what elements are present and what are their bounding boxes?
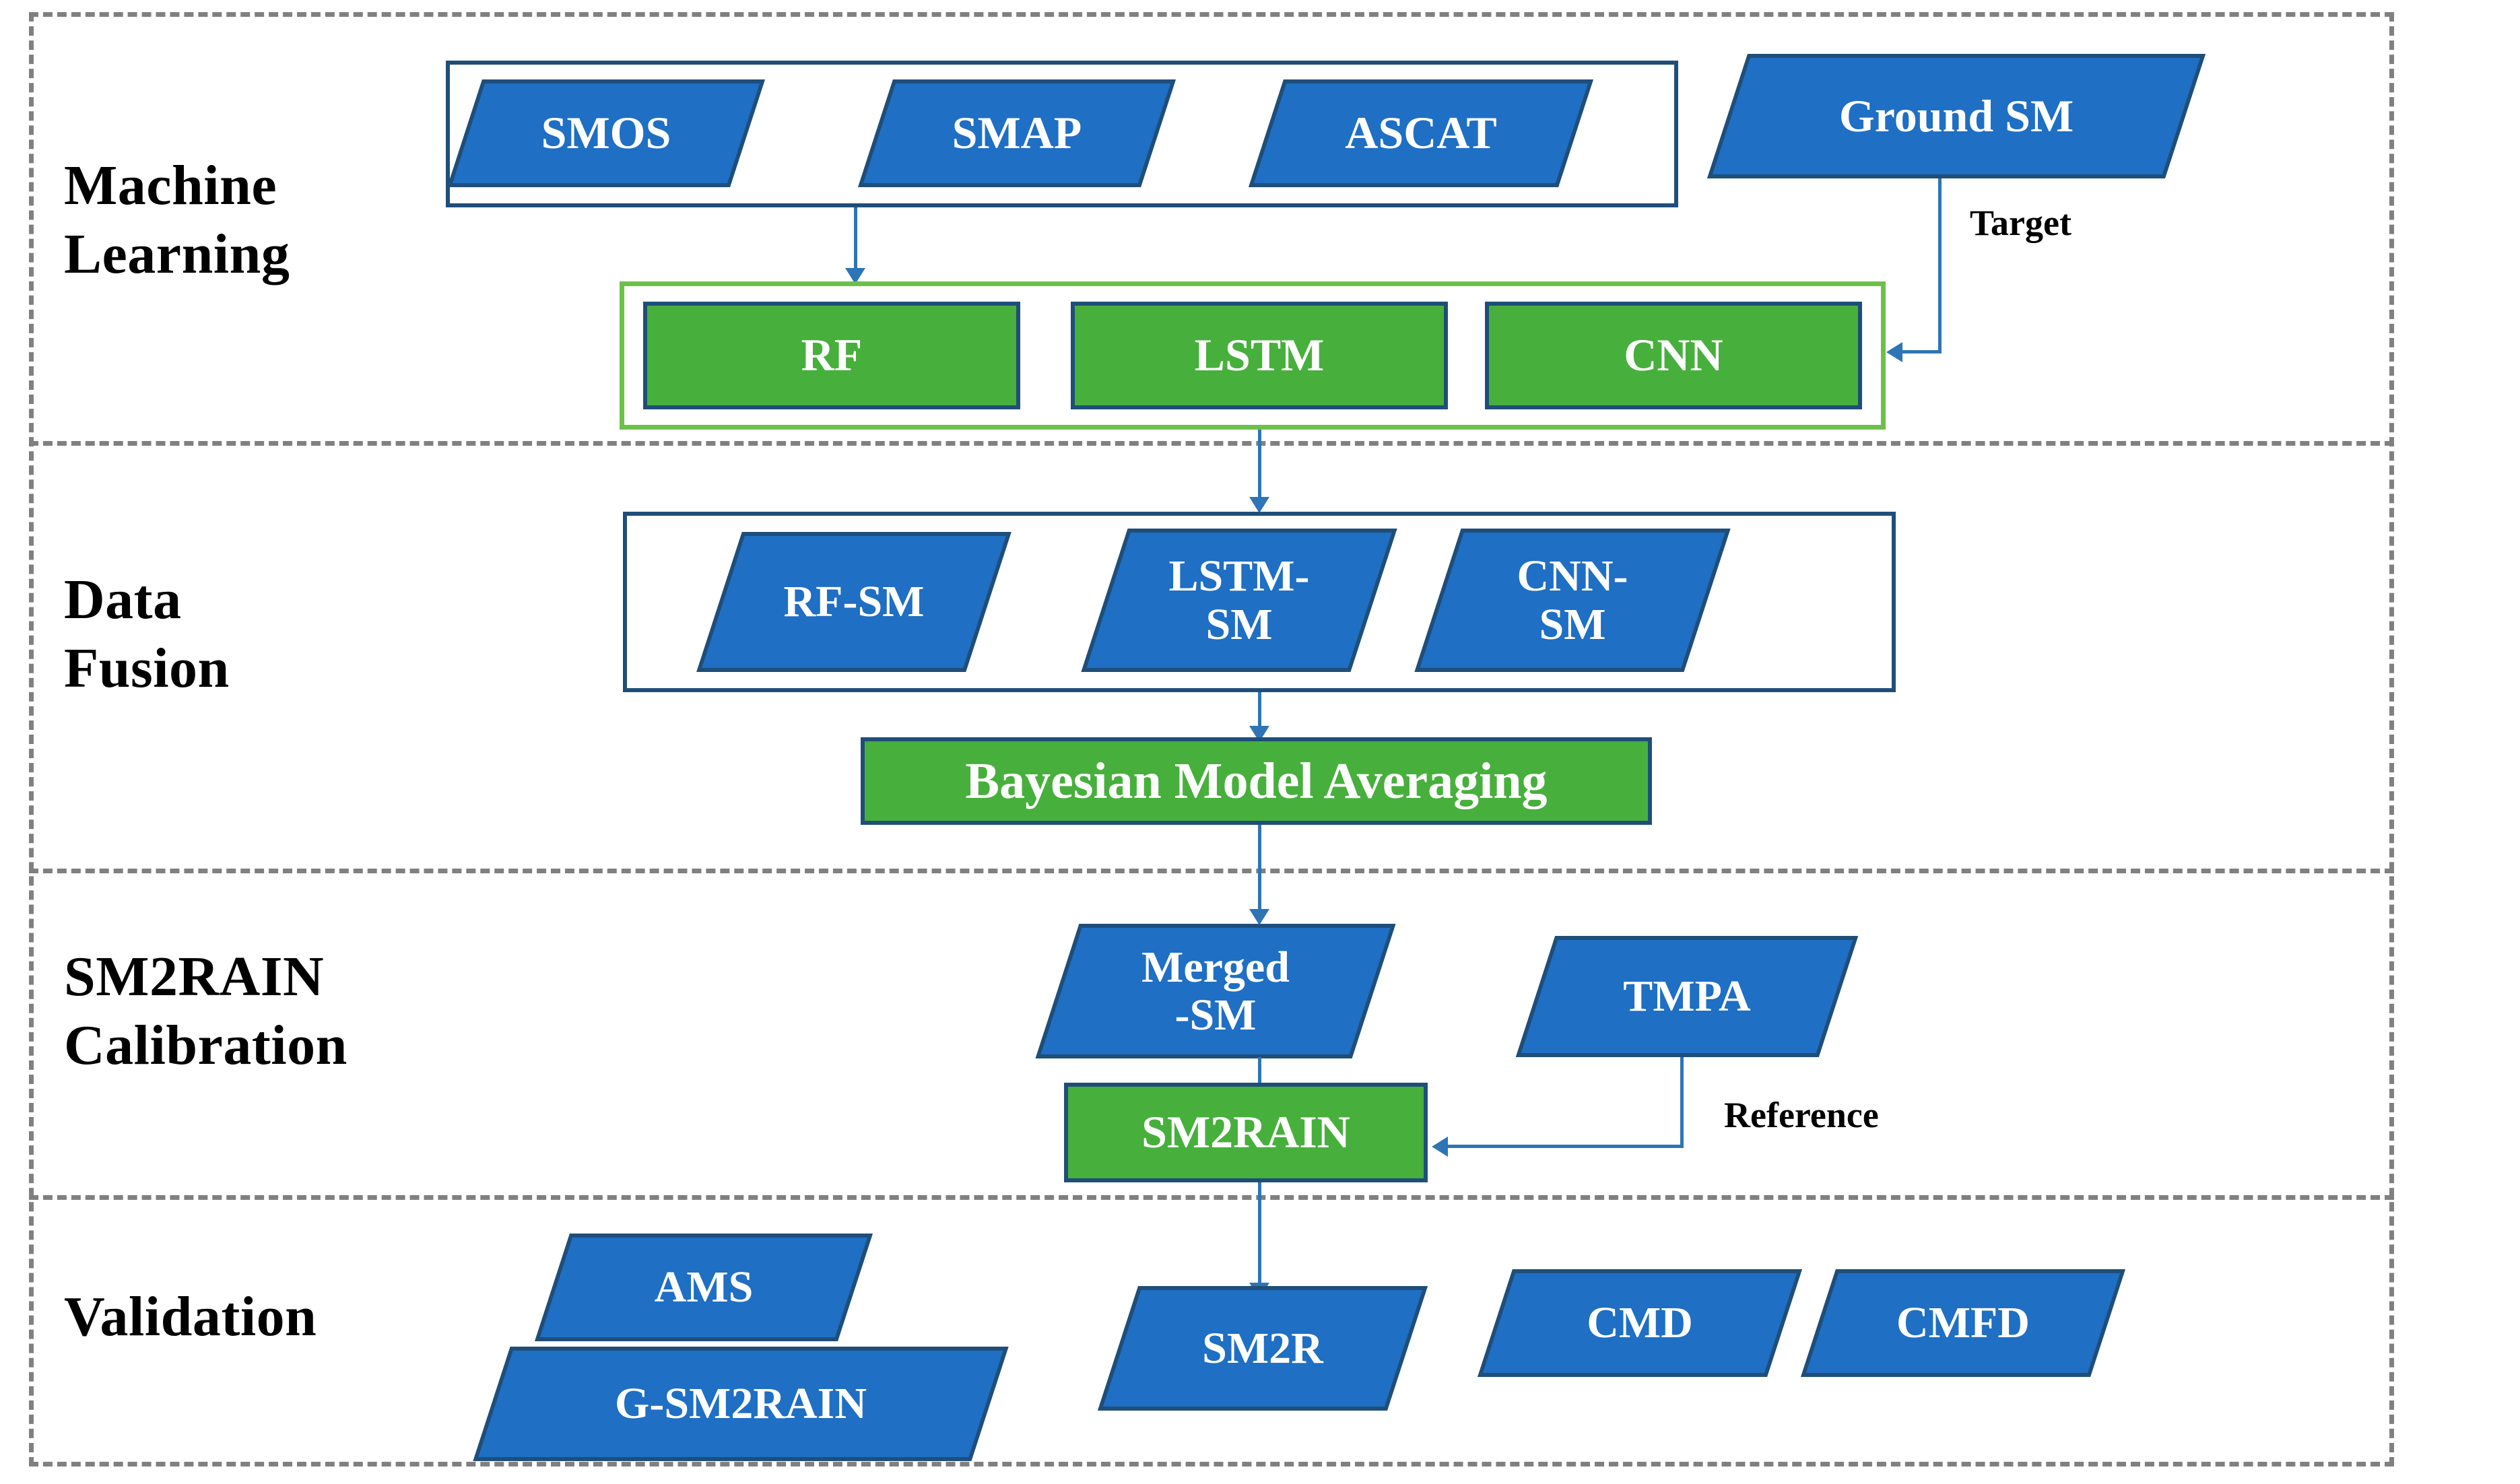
node-bayesian-model-averaging[interactable]: Bayesian Model Averaging (861, 737, 1652, 825)
node-cnn-sm-label: CNN- SM (1517, 551, 1628, 649)
node-ams[interactable]: AMS (535, 1234, 873, 1341)
node-lstm-sm[interactable]: LSTM- SM (1081, 529, 1397, 672)
node-merged-sm-label: Merged -SM (1141, 942, 1290, 1040)
node-cnn[interactable]: CNN (1485, 302, 1862, 409)
node-tmpa[interactable]: TMPA (1515, 936, 1859, 1057)
connector-target-vertical (1938, 178, 1942, 351)
connector-reference-arrowhead (1432, 1137, 1448, 1157)
edge-label-reference: Reference (1724, 1095, 1879, 1135)
node-cmfd-label: CMFD (1896, 1298, 2030, 1348)
node-cmd-label: CMD (1587, 1298, 1693, 1348)
node-ascat[interactable]: ASCAT (1249, 79, 1593, 187)
node-smap[interactable]: SMAP (858, 79, 1176, 187)
edge-label-target: Target (1970, 203, 2071, 243)
node-lstm-label: LSTM (1194, 329, 1325, 381)
node-rf-sm[interactable]: RF-SM (696, 532, 1012, 672)
connector-sm2rain-to-sm2r-line (1258, 1182, 1261, 1287)
node-smos[interactable]: SMOS (447, 79, 765, 187)
node-rf-sm-label: RF-SM (783, 577, 925, 627)
node-smap-label: SMAP (952, 107, 1082, 159)
row-divider-ml-df (29, 441, 2394, 446)
node-merged-sm[interactable]: Merged -SM (1035, 924, 1396, 1058)
node-rf-label: RF (801, 329, 863, 381)
node-cmfd[interactable]: CMFD (1801, 1269, 2125, 1377)
node-ground-sm[interactable]: Ground SM (1706, 54, 2206, 178)
connector-models-to-outputs-arrowhead (1249, 497, 1269, 513)
node-bma-label: Bayesian Model Averaging (965, 752, 1548, 809)
node-sm2rain[interactable]: SM2RAIN (1064, 1083, 1428, 1182)
node-g-sm2rain-label: G-SM2RAIN (615, 1379, 867, 1429)
node-cnn-label: CNN (1624, 329, 1723, 381)
satellite-inputs-group (446, 61, 1678, 207)
node-rf[interactable]: RF (643, 302, 1020, 409)
node-ams-label: AMS (654, 1262, 754, 1312)
row-divider-sm2rain-validation (29, 1195, 2394, 1200)
model-outputs-group (623, 512, 1896, 692)
node-sm2rain-label: SM2RAIN (1141, 1106, 1350, 1158)
node-g-sm2rain[interactable]: G-SM2RAIN (473, 1347, 1009, 1461)
diagram-outer-frame (29, 12, 2394, 1466)
row-label-data-fusion: Data Fusion (64, 568, 230, 700)
node-lstm-sm-label: LSTM- SM (1168, 551, 1310, 649)
connector-models-to-outputs-line (1258, 430, 1261, 500)
row-label-validation: Validation (64, 1285, 317, 1348)
node-ascat-label: ASCAT (1345, 107, 1497, 159)
connector-bma-to-merged-arrowhead (1249, 909, 1269, 925)
node-sm2r-label: SM2R (1202, 1323, 1323, 1373)
node-sm2r[interactable]: SM2R (1097, 1286, 1428, 1411)
row-label-machine-learning: Machine Learning (64, 154, 290, 286)
node-cnn-sm[interactable]: CNN- SM (1414, 529, 1731, 672)
node-smos-label: SMOS (541, 107, 671, 159)
node-tmpa-label: TMPA (1623, 972, 1751, 1021)
connector-bma-to-merged-line (1258, 825, 1261, 912)
node-lstm[interactable]: LSTM (1071, 302, 1448, 409)
node-ground-sm-label: Ground SM (1838, 90, 2074, 141)
connector-target-arrowhead (1886, 342, 1902, 362)
row-label-sm2rain-calibration: SM2RAIN Calibration (64, 945, 347, 1077)
connector-reference-horizontal (1448, 1145, 1684, 1148)
connector-target-horizontal (1902, 350, 1942, 353)
connector-outputs-to-bma-line (1258, 692, 1261, 729)
connector-reference-vertical (1680, 1057, 1684, 1148)
connector-inputs-to-models-line (854, 207, 857, 271)
ml-models-group (620, 281, 1886, 430)
node-cmd[interactable]: CMD (1478, 1269, 1802, 1377)
row-divider-df-sm2rain (29, 869, 2394, 873)
connector-merged-to-sm2rain-line (1258, 1057, 1261, 1108)
